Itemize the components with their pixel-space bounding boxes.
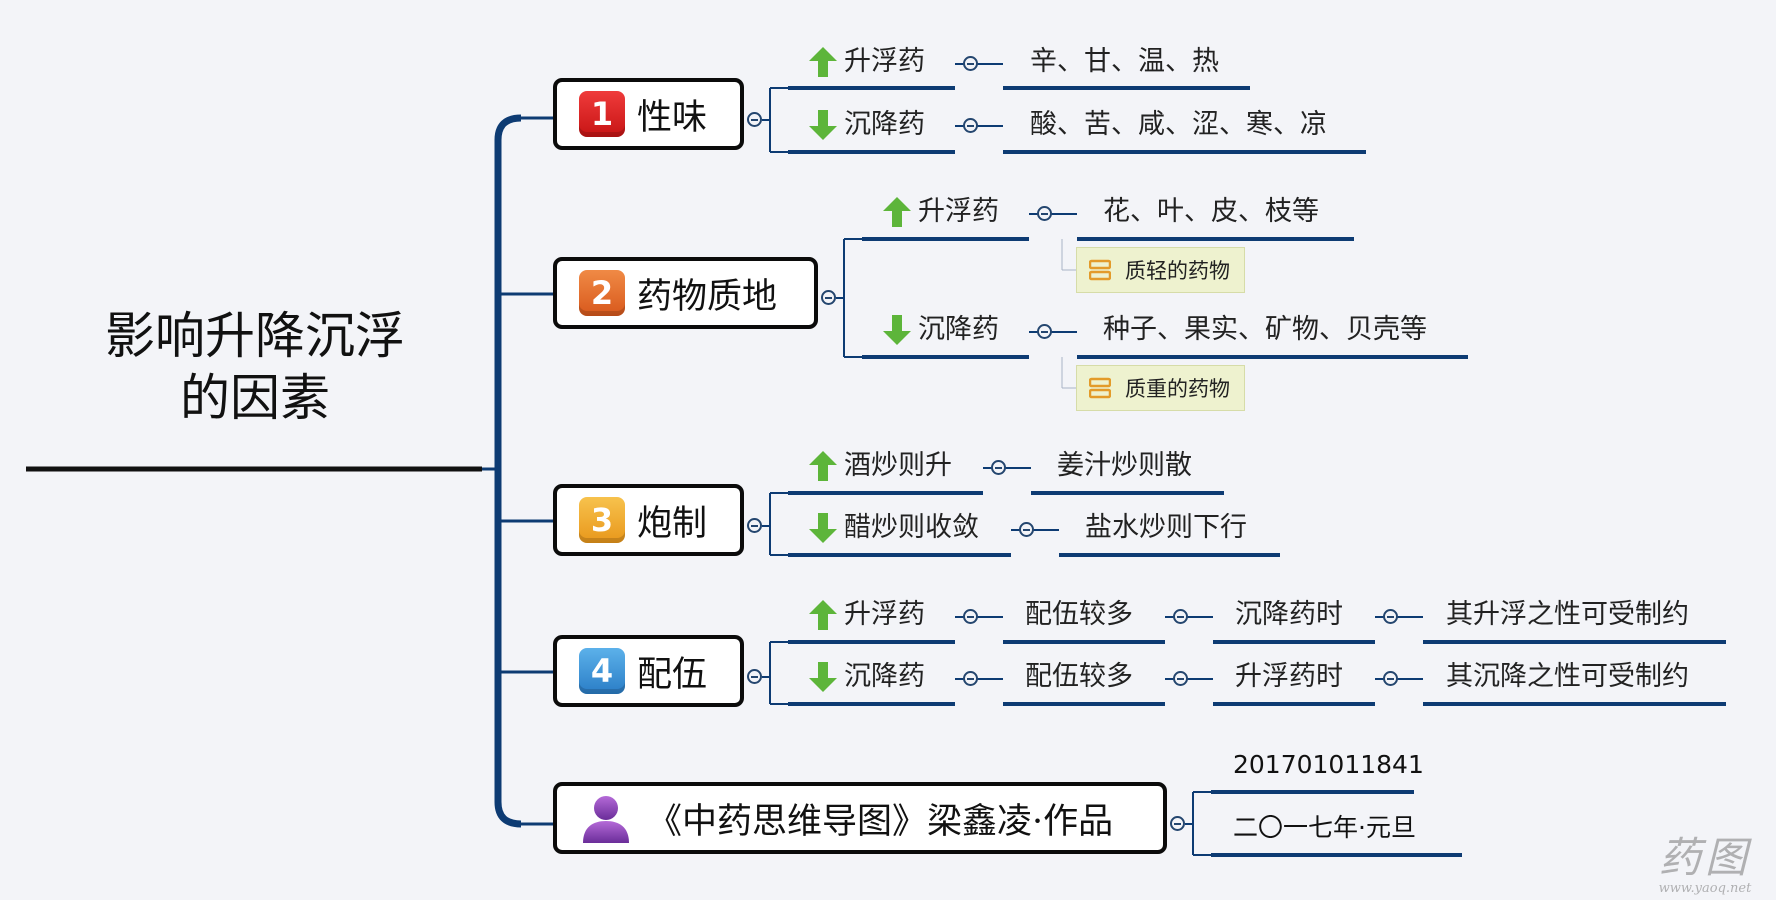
collapse-toggle[interactable] <box>747 518 762 533</box>
note-label: 质轻的药物 <box>1125 259 1230 283</box>
leaf-jiangzhi[interactable]: 姜汁炒则散 <box>1057 449 1192 483</box>
collapse-toggle[interactable] <box>1170 816 1185 831</box>
note-icon <box>1089 377 1111 399</box>
topic-author[interactable]: 《中药思维导图》梁鑫凌·作品 <box>553 782 1167 854</box>
collapse-toggle[interactable] <box>963 56 978 71</box>
arrow-up-icon <box>809 451 837 481</box>
leaf-timestamp[interactable]: 201701011841 <box>1233 750 1424 779</box>
watermark-url: www.yaoq.net <box>1658 881 1752 896</box>
priority-3-icon: 3 <box>579 497 625 543</box>
note-icon <box>1089 259 1111 281</box>
trunk-line <box>494 114 522 828</box>
leaf-label: 配伍较多 <box>1025 599 1133 630</box>
arrow-up-icon <box>809 47 837 77</box>
branch-label: 沉降药 <box>844 661 925 692</box>
leaf-label: 沉降药时 <box>1235 599 1343 630</box>
leaf-label: 其沉降之性可受制约 <box>1446 661 1689 692</box>
branch-label: 沉降药 <box>844 109 925 140</box>
topic-label: 药物质地 <box>637 276 778 317</box>
arrow-down-icon <box>809 513 837 543</box>
priority-2-icon: 2 <box>579 270 625 316</box>
note-zhizhong[interactable]: 质重的药物 <box>1076 365 1245 411</box>
note-zhiqing[interactable]: 质轻的药物 <box>1076 247 1245 293</box>
topic-yaowu-zhidi[interactable]: 2 药物质地 <box>553 257 818 329</box>
arrow-down-icon <box>809 662 837 692</box>
branch-label: 沉降药 <box>918 314 999 345</box>
branch-label: 升浮药 <box>844 599 925 630</box>
leaf-siwei[interactable]: 辛、甘、温、热 <box>1030 45 1219 79</box>
leaf-chenjiang-yaoshi[interactable]: 沉降药时 <box>1235 598 1343 632</box>
branch-shengfu-yao[interactable]: 升浮药 <box>808 45 925 79</box>
topic-label: 炮制 <box>637 503 708 544</box>
branch-chenjiang-yao[interactable]: 沉降药 <box>808 660 925 694</box>
branch-shengfu-yao[interactable]: 升浮药 <box>808 598 925 632</box>
topic-paozhi[interactable]: 3 炮制 <box>553 484 744 556</box>
leaf-label: 辛、甘、温、热 <box>1030 46 1219 77</box>
topic-label: 配伍 <box>637 654 708 695</box>
priority-4-icon: 4 <box>579 648 625 694</box>
arrow-up-icon <box>809 600 837 630</box>
leaf-label: 酸、苦、咸、涩、寒、凉 <box>1030 109 1327 140</box>
arrow-up-icon <box>883 197 911 227</box>
collapse-toggle[interactable] <box>747 112 762 127</box>
collapse-toggle[interactable] <box>963 671 978 686</box>
collapse-toggle[interactable] <box>1173 671 1188 686</box>
note-label: 质重的药物 <box>1125 377 1230 401</box>
arrow-down-icon <box>883 315 911 345</box>
leaf-label: 种子、果实、矿物、贝壳等 <box>1103 314 1427 345</box>
leaf-huaye[interactable]: 花、叶、皮、枝等 <box>1103 195 1319 229</box>
leaf-zhongzi[interactable]: 种子、果实、矿物、贝壳等 <box>1103 313 1427 347</box>
leaf-suanku[interactable]: 酸、苦、咸、涩、寒、凉 <box>1030 108 1327 142</box>
branch-chenjiang-yao[interactable]: 沉降药 <box>882 313 999 347</box>
leaf-chenjiang-zhiyue[interactable]: 其沉降之性可受制约 <box>1446 660 1689 694</box>
priority-1-icon: 1 <box>579 91 625 137</box>
topic-peiwu[interactable]: 4 配伍 <box>553 635 744 707</box>
root-title[interactable]: 影响升降沉浮 的因素 <box>105 307 405 427</box>
collapse-toggle[interactable] <box>747 669 762 684</box>
collapse-toggle[interactable] <box>1383 609 1398 624</box>
watermark-logo: 药图 <box>1658 833 1751 882</box>
collapse-toggle[interactable] <box>1173 609 1188 624</box>
watermark: 药图 www.yaoq.net <box>1640 835 1770 897</box>
leaf-peiwu-jiaoduo[interactable]: 配伍较多 <box>1025 660 1133 694</box>
branch-label: 升浮药 <box>918 196 999 227</box>
collapse-toggle[interactable] <box>963 609 978 624</box>
person-icon <box>583 796 629 843</box>
leaf-label: 其升浮之性可受制约 <box>1446 599 1689 630</box>
topic-xingwei[interactable]: 1 性味 <box>553 78 744 150</box>
leaf-date[interactable]: 二〇一七年·元旦 <box>1233 813 1416 842</box>
branch-label: 升浮药 <box>844 46 925 77</box>
collapse-toggle[interactable] <box>963 118 978 133</box>
collapse-toggle[interactable] <box>1019 522 1034 537</box>
leaf-shengfu-yaoshi[interactable]: 升浮药时 <box>1235 660 1343 694</box>
branch-cuchao[interactable]: 醋炒则收敛 <box>808 511 979 545</box>
leaf-shengfu-zhiyue[interactable]: 其升浮之性可受制约 <box>1446 598 1689 632</box>
collapse-toggle[interactable] <box>1383 671 1398 686</box>
leaf-peiwu-jiaoduo[interactable]: 配伍较多 <box>1025 598 1133 632</box>
arrow-down-icon <box>809 110 837 140</box>
leaf-label: 姜汁炒则散 <box>1057 450 1192 481</box>
collapse-toggle[interactable] <box>991 460 1006 475</box>
leaf-label: 配伍较多 <box>1025 661 1133 692</box>
branch-label: 醋炒则收敛 <box>844 512 979 543</box>
collapse-toggle[interactable] <box>1037 324 1052 339</box>
topic-label: 性味 <box>637 97 708 138</box>
branch-jiuchao[interactable]: 酒炒则升 <box>808 449 952 483</box>
topic-label: 《中药思维导图》梁鑫凌·作品 <box>647 801 1114 842</box>
leaf-label: 花、叶、皮、枝等 <box>1103 196 1319 227</box>
collapse-toggle[interactable] <box>821 290 836 305</box>
leaf-label: 升浮药时 <box>1235 661 1343 692</box>
leaf-label: 盐水炒则下行 <box>1085 512 1247 543</box>
leaf-yanshui[interactable]: 盐水炒则下行 <box>1085 511 1247 545</box>
collapse-toggle[interactable] <box>1037 206 1052 221</box>
branch-label: 酒炒则升 <box>844 450 952 481</box>
branch-chenjiang-yao[interactable]: 沉降药 <box>808 108 925 142</box>
branch-shengfu-yao[interactable]: 升浮药 <box>882 195 999 229</box>
